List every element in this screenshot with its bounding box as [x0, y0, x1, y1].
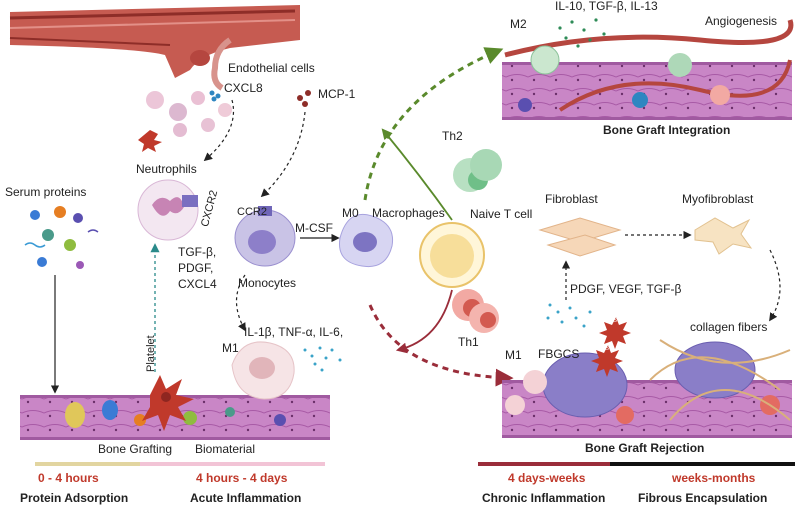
- label-fbgcs: FBGCS: [538, 347, 580, 361]
- label-macrophages: Macrophages: [372, 206, 445, 220]
- label-gf-2: PDGF,: [178, 261, 214, 275]
- blood-cells: [138, 91, 232, 152]
- label-endothelial: Endothelial cells: [228, 61, 315, 75]
- label-naive-t: Naive T cell: [470, 207, 533, 221]
- timeline-time-2: 4 days-weeks: [508, 471, 586, 485]
- label-th2: Th2: [442, 129, 463, 143]
- label-m2-cytokines: IL-10, TGF-β, IL-13: [555, 0, 658, 13]
- m0-macrophage-cell: [338, 213, 394, 268]
- neutrophil-cell: [137, 179, 199, 241]
- arrow-cxcl8-neutrophil: [203, 99, 235, 162]
- m2-cytokine-dots: [558, 18, 606, 48]
- label-cytokines-m1: IL-1β, TNF-α, IL-6,: [244, 325, 344, 339]
- timeline-bar-0: [35, 462, 140, 466]
- label-platelet: Platelet: [145, 335, 157, 372]
- fibroblast-cells: [538, 217, 622, 257]
- label-biomaterial: Biomaterial: [195, 442, 256, 456]
- label-gf-fibro: PDGF, VEGF, TGF-β: [570, 282, 682, 296]
- m1-cytokine-dots: [303, 346, 342, 372]
- platelet-cell: [142, 375, 194, 431]
- monocyte-cell: [234, 206, 296, 267]
- label-integration: Bone Graft Integration: [603, 123, 731, 137]
- rejection-tissue: [502, 339, 792, 438]
- arrow-myofibroblast-collagen: [769, 249, 781, 322]
- myofibroblast-cells: [694, 217, 753, 255]
- label-th1: Th1: [458, 335, 479, 349]
- label-m1-right: M1: [505, 348, 522, 362]
- label-m0: M0: [342, 206, 359, 220]
- arrow-to-m2-green: [381, 128, 453, 221]
- timeline-bar-2: [478, 462, 610, 466]
- timeline-phase-3: Fibrous Encapsulation: [638, 491, 768, 505]
- label-m1-left: M1: [222, 341, 239, 355]
- label-rejection: Bone Graft Rejection: [585, 441, 705, 455]
- mcp1-molecules: [297, 90, 311, 107]
- label-mcsf: M-CSF: [295, 221, 333, 235]
- label-gf-1: TGF-β,: [178, 245, 217, 259]
- timeline-time-3: weeks-months: [672, 471, 756, 485]
- label-ccr2: CCR2: [237, 206, 267, 218]
- ros-burst-1: [599, 317, 631, 349]
- label-ros-2: ROS: [596, 346, 610, 352]
- label-fibroblast: Fibroblast: [545, 192, 598, 206]
- arrow-mcp1-monocyte: [260, 111, 306, 198]
- label-cxcl8: CXCL8: [224, 81, 263, 95]
- timeline-phase-0: Protein Adsorption: [20, 491, 129, 505]
- timeline-time-0: 0 - 4 hours: [38, 471, 99, 485]
- label-collagen: collagen fibers: [690, 320, 768, 334]
- fibro-growth-factor-dots: [546, 303, 592, 328]
- label-serum-proteins: Serum proteins: [5, 185, 87, 199]
- label-neutrophils: Neutrophils: [136, 162, 197, 176]
- timeline-phase-2: Chronic Inflammation: [482, 491, 606, 505]
- th2-cells: [453, 149, 502, 192]
- blood-vessel: [9, 5, 300, 91]
- naive-t-cell: [419, 222, 485, 288]
- arrow-to-m1-red: [395, 289, 453, 354]
- timeline-phase-1: Acute Inflammation: [190, 491, 302, 505]
- label-bone-grafting: Bone Grafting: [98, 442, 173, 456]
- label-gf-3: CXCL4: [178, 277, 217, 291]
- integration-tissue: [502, 19, 794, 120]
- ros-burst-2: [591, 345, 623, 377]
- label-m2: M2: [510, 17, 527, 31]
- cxcl8-molecules: [209, 90, 221, 102]
- label-mcp1: MCP-1: [318, 87, 356, 101]
- label-monocytes: Monocytes: [238, 276, 297, 290]
- label-myofibroblast: Myofibroblast: [682, 192, 754, 206]
- label-ros-1: ROS: [604, 318, 618, 324]
- m1-macrophage-left: [231, 341, 295, 400]
- serum-protein-cluster: [24, 206, 99, 269]
- timeline-bar-1: [140, 462, 325, 466]
- timeline-time-1: 4 hours - 4 days: [196, 471, 288, 485]
- th1-cells: [452, 289, 499, 333]
- timeline-bar-3: [610, 462, 795, 466]
- arrow-m0-to-m2: [363, 47, 504, 201]
- label-angiogenesis: Angiogenesis: [705, 14, 778, 28]
